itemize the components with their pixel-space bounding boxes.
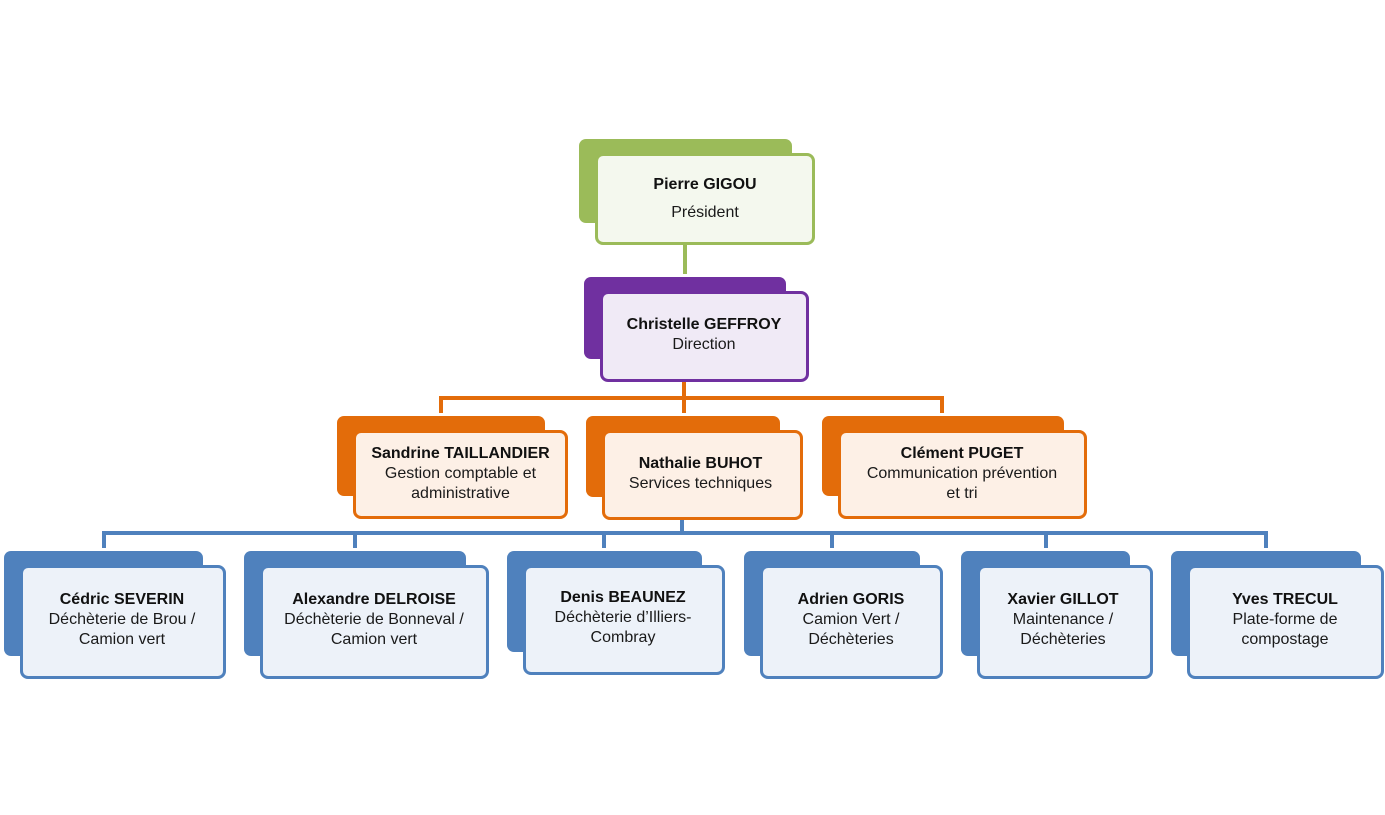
staff-name: Cédric SEVERIN — [59, 591, 185, 608]
node-front — [595, 153, 815, 245]
node-front — [602, 430, 803, 520]
node-staff-beaunez: Denis BEAUNEZ Déchèterie d’Illiers- Comb… — [507, 551, 725, 675]
node-staff-goris: Adrien GORIS Camion Vert / Déchèteries — [744, 551, 943, 679]
node-front — [523, 565, 725, 675]
manager-role: Services techniques — [628, 475, 773, 492]
manager-name: Clément PUGET — [900, 445, 1024, 462]
direction-role: Direction — [672, 336, 736, 353]
node-text: Christelle GEFFROY Direction — [604, 311, 804, 359]
node-text: Nathalie BUHOT Services techniques — [598, 452, 803, 496]
node-front — [260, 565, 489, 679]
node-text: Clément PUGET Communication prévention e… — [846, 442, 1078, 506]
staff-role: Déchèterie de Brou / Camion vert — [48, 611, 196, 648]
president-name: Pierre GIGOU — [653, 176, 757, 193]
node-front — [977, 565, 1153, 679]
node-manager-accounting: Sandrine TAILLANDIER Gestion comptable e… — [337, 416, 568, 519]
staff-role: Déchèterie d’Illiers- Combray — [554, 609, 692, 646]
node-front — [838, 430, 1087, 519]
staff-name: Yves TRECUL — [1232, 591, 1338, 608]
staff-name: Denis BEAUNEZ — [560, 589, 686, 606]
node-text: Pierre GIGOU Président — [599, 169, 811, 229]
node-manager-communication: Clément PUGET Communication prévention e… — [822, 416, 1087, 519]
node-text: Sandrine TAILLANDIER Gestion comptable e… — [353, 442, 568, 506]
manager-name: Sandrine TAILLANDIER — [371, 445, 550, 462]
node-front — [600, 291, 809, 382]
node-front — [1187, 565, 1384, 679]
direction-name: Christelle GEFFROY — [626, 316, 782, 333]
staff-name: Xavier GILLOT — [1007, 591, 1119, 608]
node-staff-trecul: Yves TRECUL Plate-forme de compostage — [1171, 551, 1385, 679]
president-role: Président — [671, 204, 739, 221]
node-text: Adrien GORIS Camion Vert / Déchèteries — [762, 587, 940, 653]
manager-role: Communication prévention et tri — [866, 465, 1058, 502]
manager-role: Gestion comptable et administrative — [384, 465, 537, 502]
node-staff-gillot: Xavier GILLOT Maintenance / Déchèteries — [961, 551, 1153, 679]
node-text: Xavier GILLOT Maintenance / Déchèteries — [977, 587, 1149, 653]
staff-role: Plate-forme de compostage — [1232, 611, 1338, 648]
staff-name: Alexandre DELROISE — [292, 591, 456, 608]
node-front — [20, 565, 226, 679]
node-text: Yves TRECUL Plate-forme de compostage — [1187, 587, 1383, 653]
manager-name: Nathalie BUHOT — [638, 455, 763, 472]
node-staff-severin: Cédric SEVERIN Déchèterie de Brou / Cami… — [4, 551, 226, 679]
node-text: Cédric SEVERIN Déchèterie de Brou / Cami… — [26, 587, 218, 653]
node-text: Alexandre DELROISE Déchèterie de Bonneva… — [264, 587, 484, 653]
connector-technical-staff — [102, 517, 1268, 548]
staff-name: Adrien GORIS — [797, 591, 905, 608]
node-front — [353, 430, 568, 519]
staff-role: Déchèterie de Bonneval / Camion vert — [284, 611, 464, 648]
node-text: Denis BEAUNEZ Déchèterie d’Illiers- Comb… — [527, 585, 719, 651]
node-manager-technical: Nathalie BUHOT Services techniques — [586, 416, 803, 520]
staff-role: Maintenance / Déchèteries — [1012, 611, 1114, 648]
connector-direction-managers — [439, 380, 944, 413]
node-president: Pierre GIGOU Président — [579, 139, 815, 245]
node-front — [760, 565, 943, 679]
node-staff-delroise: Alexandre DELROISE Déchèterie de Bonneva… — [244, 551, 489, 679]
staff-role: Camion Vert / Déchèteries — [802, 611, 900, 648]
node-direction: Christelle GEFFROY Direction — [584, 277, 809, 382]
